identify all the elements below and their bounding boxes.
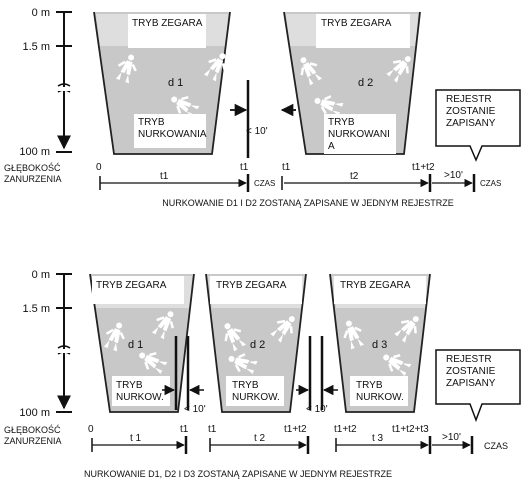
gap-label: < 10'	[184, 404, 206, 415]
register-note-line3: ZAPISANY	[446, 378, 496, 389]
caption-top: NURKOWANIE D1 I D2 ZOSTANĄ ZAPISANE W JE…	[162, 198, 454, 208]
dive-mode-label: A	[328, 141, 335, 152]
time-label: CZAS	[480, 179, 501, 188]
dive-mode-label: TRYB	[356, 380, 383, 391]
dive-label-d2: d 2	[250, 339, 265, 351]
depth-axis-bottom: 0 m 1.5 m 100 m GŁĘBOKOŚĆ ZANURZENIA	[4, 269, 72, 446]
gap-label: < 10'	[246, 126, 268, 137]
segment-label: t 1	[130, 433, 142, 444]
end-gap-label: >10'	[444, 170, 463, 181]
segment-label: t2	[350, 171, 359, 182]
time-axis-top: 0 t1 t1 t1+t2 t1 CZAS t2 >10' CZAS	[96, 162, 501, 192]
clock-mode-label: TRYB ZEGARA	[132, 18, 203, 29]
depth-label-mid: 1.5 m	[22, 41, 50, 53]
depth-title-line1: GŁĘBOKOŚĆ	[4, 162, 61, 173]
depth-title-line1: GŁĘBOKOŚĆ	[4, 424, 61, 435]
depth-label-bottom: 100 m	[19, 146, 50, 158]
clock-mode-label: TRYB ZEGARA	[321, 18, 392, 29]
tick-label: 0	[88, 424, 94, 435]
depth-title-line2: ZANURZENIA	[4, 436, 62, 446]
dive-profile-d1: TRYB ZEGARA d 1 TRYB NURKOW.	[89, 273, 195, 413]
register-note-line1: REJESTR	[446, 354, 492, 365]
segment-label: t 3	[372, 433, 384, 444]
dive-profile-d2: TRYB ZEGARA d 2 TRYB NURKOW.	[205, 273, 307, 413]
depth-label-surface: 0 m	[32, 269, 50, 281]
depth-label-mid: 1.5 m	[22, 303, 50, 315]
tick-label: 0	[96, 162, 102, 173]
tick-label: t1	[240, 162, 249, 173]
tick-label: t1+t2	[412, 162, 435, 173]
tick-label: t1+t2	[334, 424, 357, 435]
depth-axis-top: 0 m 1.5 m 100 m GŁĘBOKOŚĆ ZANURZENIA	[4, 7, 72, 184]
gap-label: < 10'	[306, 404, 328, 415]
dive-label-d1: d 1	[168, 77, 183, 89]
dive-mode-label: TRYB	[138, 117, 165, 128]
surface-interval-gap-1: < 10'	[162, 336, 206, 415]
dive-mode-label: TRYB	[116, 380, 143, 391]
register-note-line3: ZAPISANY	[446, 118, 496, 129]
time-axis-bottom: 0 t1 t1 t1+t2 t1+t2 t1+t2+t3 t 1 t 2 t 3…	[88, 424, 508, 454]
time-label: CZAS	[254, 179, 275, 188]
dive-label-d1: d 1	[128, 339, 143, 351]
register-note-line1: REJESTR	[446, 94, 492, 105]
surface-interval-gap-top: < 10'	[230, 80, 296, 158]
register-note-line2: ZOSTANIE	[446, 366, 496, 377]
dive-label-d3: d 3	[372, 339, 387, 351]
register-callout-bottom: REJESTR ZOSTANIE ZAPISANY	[435, 349, 521, 423]
dive-mode-label: NURKOWANIA	[138, 129, 207, 140]
segment-label: t 2	[254, 433, 266, 444]
caption-bottom: NURKOWANIE D1, D2 I D3 ZOSTANĄ ZAPISANE …	[84, 469, 392, 479]
time-label: CZAS	[484, 441, 508, 451]
surface-interval-gap-2: < 10'	[296, 336, 338, 415]
dive-mode-label: NURKOW.	[232, 392, 280, 403]
tick-label: t1+t2	[284, 424, 307, 435]
dive-profile-d3: TRYB ZEGARA d 3 TRYB NURKOW.	[329, 273, 431, 413]
depth-title-line2: ZANURZENIA	[4, 174, 62, 184]
tick-label: t1	[282, 162, 291, 173]
dive-mode-label: NURKOW.	[356, 392, 404, 403]
segment-label: t1	[160, 171, 169, 182]
tick-label: t1	[180, 424, 189, 435]
dive-mode-label: TRYB	[232, 380, 259, 391]
tick-label: t1+t2+t3	[392, 424, 429, 435]
clock-mode-label: TRYB ZEGARA	[96, 280, 167, 291]
dive-profile-d1: TRYB ZEGARA d 1 TRYB NURKOWANIA	[93, 11, 234, 155]
dive-mode-label: NURKOW.	[116, 392, 164, 403]
depth-label-bottom: 100 m	[19, 407, 50, 419]
depth-label-surface: 0 m	[32, 7, 50, 19]
bottom-diagram: 0 m 1.5 m 100 m GŁĘBOKOŚĆ ZANURZENIA TRY…	[4, 269, 521, 479]
top-diagram: 0 m 1.5 m 100 m GŁĘBOKOŚĆ ZANURZENIA TRY…	[4, 7, 521, 208]
register-note-line2: ZOSTANIE	[446, 106, 496, 117]
clock-mode-label: TRYB ZEGARA	[216, 280, 287, 291]
dive-label-d2: d 2	[358, 77, 373, 89]
tick-label: t1	[208, 424, 217, 435]
end-gap-label: >10'	[442, 432, 461, 443]
dive-mode-label: TRYB	[328, 117, 355, 128]
register-callout-top: REJESTR ZOSTANIE ZAPISANY	[435, 89, 521, 162]
dive-profile-d2: TRYB ZEGARA d 2 TRYB NURKOWANI A	[283, 11, 421, 155]
clock-mode-label: TRYB ZEGARA	[340, 280, 411, 291]
dive-mode-label: NURKOWANI	[328, 129, 390, 140]
